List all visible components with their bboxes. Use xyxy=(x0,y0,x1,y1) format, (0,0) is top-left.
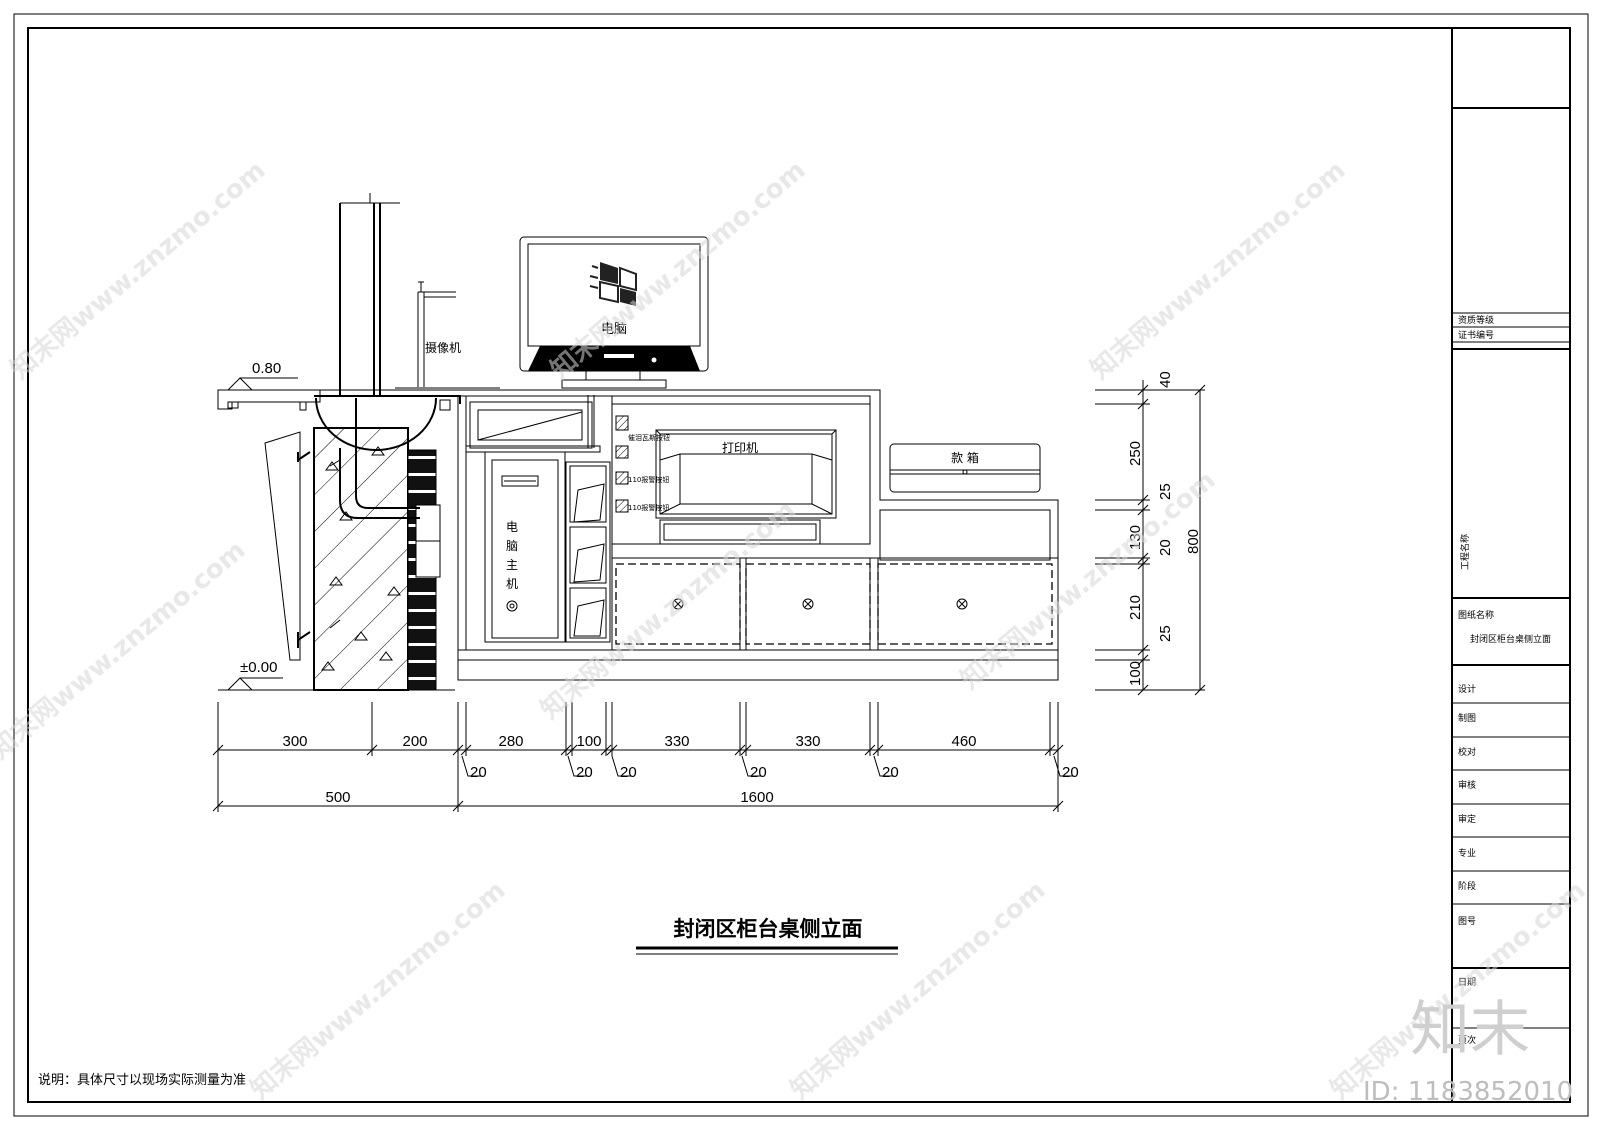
watermark-layer: 知末网www.znzmo.com 知末网www.znzmo.com 知末网www… xyxy=(0,155,1591,1105)
tb-row-draft: 制图 xyxy=(1458,712,1476,724)
elevation-top-label: 0.80 xyxy=(252,360,281,377)
host-char-1: 电 xyxy=(506,520,518,534)
watermark-8: 知末网www.znzmo.com xyxy=(785,875,1051,1105)
host-char-2: 脑 xyxy=(506,539,518,553)
wall-section: 0.80 ±0.00 xyxy=(217,193,461,691)
tb-row-stage: 阶段 xyxy=(1458,880,1476,892)
tb-row-page: 页次 xyxy=(1458,1034,1476,1046)
dim-h-330a: 330 xyxy=(664,733,689,750)
tb-drawing-name: 封闭区柜台桌侧立面 xyxy=(1470,633,1551,645)
alarm-button-label-2: 110报警按钮 xyxy=(628,475,669,484)
dim-h-330b: 330 xyxy=(795,733,820,750)
counter-desk: 电 脑 主 机 催泪瓦斯按钮 110报警按钮 110报警按钮 打印机 xyxy=(320,387,1059,681)
drawing-title: 封闭区柜台桌侧立面 xyxy=(674,917,863,941)
note-text: 说明：具体尺寸以现场实际测量为准 xyxy=(38,1073,246,1088)
tb-row-design: 设计 xyxy=(1458,683,1476,695)
dim-h-460: 460 xyxy=(951,733,976,750)
alarm-button-label-1: 催泪瓦斯按钮 xyxy=(628,433,670,442)
vertical-dimensions xyxy=(1095,380,1206,696)
cash-box-label: 款 箱 xyxy=(951,450,979,465)
dim-v-20: 20 xyxy=(1157,539,1174,556)
dim-v-210: 210 xyxy=(1127,595,1144,620)
horizontal-dimension-labels: 300 200 280 100 330 330 460 20 20 20 20 … xyxy=(282,733,1078,806)
host-char-3: 主 xyxy=(506,558,518,572)
dim-v-100: 100 xyxy=(1127,661,1144,686)
dim-h-500: 500 xyxy=(325,789,350,806)
camera-label: 摄像机 xyxy=(425,340,461,355)
dim-v-800: 800 xyxy=(1185,529,1202,554)
frame-inner xyxy=(27,27,1571,1103)
monitor: 电脑 xyxy=(519,236,709,389)
tb-drawing-name-label: 图纸名称 xyxy=(1458,609,1494,621)
dim-h-20f: 20 xyxy=(1062,764,1079,781)
watermark-3: 知末网www.znzmo.com xyxy=(1085,155,1351,385)
tb-row-drawing-no: 图号 xyxy=(1458,916,1476,927)
watermark-5: 知末网www.znzmo.com xyxy=(535,495,801,725)
frame-outer xyxy=(13,13,1589,1117)
dim-h-280: 280 xyxy=(498,733,523,750)
tb-row-discipline: 专业 xyxy=(1458,847,1476,859)
alarm-button-label-3: 110报警按钮 xyxy=(628,503,669,512)
printer-label: 打印机 xyxy=(722,441,758,455)
horizontal-dimensions xyxy=(212,702,1074,812)
dim-v-25a: 25 xyxy=(1157,483,1174,500)
elevation-floor-label: ±0.00 xyxy=(240,659,277,676)
tb-row-approve: 审定 xyxy=(1458,813,1476,825)
tb-row-date: 日期 xyxy=(1458,977,1476,988)
title-block: 资质等级 证书编号 工程名称 图纸名称 封闭区柜台桌侧立面 设计 制图 校对 审… xyxy=(1451,28,1570,1102)
dim-v-130: 130 xyxy=(1127,525,1144,550)
tb-row-review: 审核 xyxy=(1458,779,1476,791)
computer-label: 电脑 xyxy=(601,322,627,337)
watermark-logo: 知末 xyxy=(1410,995,1530,1065)
dim-v-40: 40 xyxy=(1157,371,1174,388)
watermark-id: ID: 1183852010 xyxy=(1363,1077,1573,1107)
windows-logo-icon xyxy=(589,262,637,306)
dim-v-25b: 25 xyxy=(1157,625,1174,642)
watermark-9: 知末网www.znzmo.com xyxy=(1325,875,1591,1105)
dim-h-1600: 1600 xyxy=(740,789,773,806)
tb-qualification: 资质等级 xyxy=(1458,314,1494,326)
watermark-1: 知末网www.znzmo.com xyxy=(5,155,271,385)
dim-h-20d: 20 xyxy=(750,764,767,781)
dim-h-200: 200 xyxy=(402,733,427,750)
dim-v-250: 250 xyxy=(1127,441,1144,466)
watermark-7: 知末网www.znzmo.com xyxy=(245,875,511,1105)
dim-h-100: 100 xyxy=(576,733,601,750)
tb-cert-no: 证书编号 xyxy=(1458,329,1494,341)
vertical-dimension-labels: 40 250 25 130 20 210 25 100 800 xyxy=(1127,371,1202,686)
watermark-4: 知末网www.znzmo.com xyxy=(0,535,251,765)
dim-h-20c: 20 xyxy=(620,764,637,781)
host-char-4: 机 xyxy=(506,577,518,591)
dim-h-300: 300 xyxy=(282,733,307,750)
dim-h-20a: 20 xyxy=(470,764,487,781)
dim-h-20e: 20 xyxy=(882,764,899,781)
dim-h-20b: 20 xyxy=(576,764,593,781)
tb-project-name: 工程名称 xyxy=(1459,534,1471,570)
tb-row-check: 校对 xyxy=(1458,746,1476,758)
